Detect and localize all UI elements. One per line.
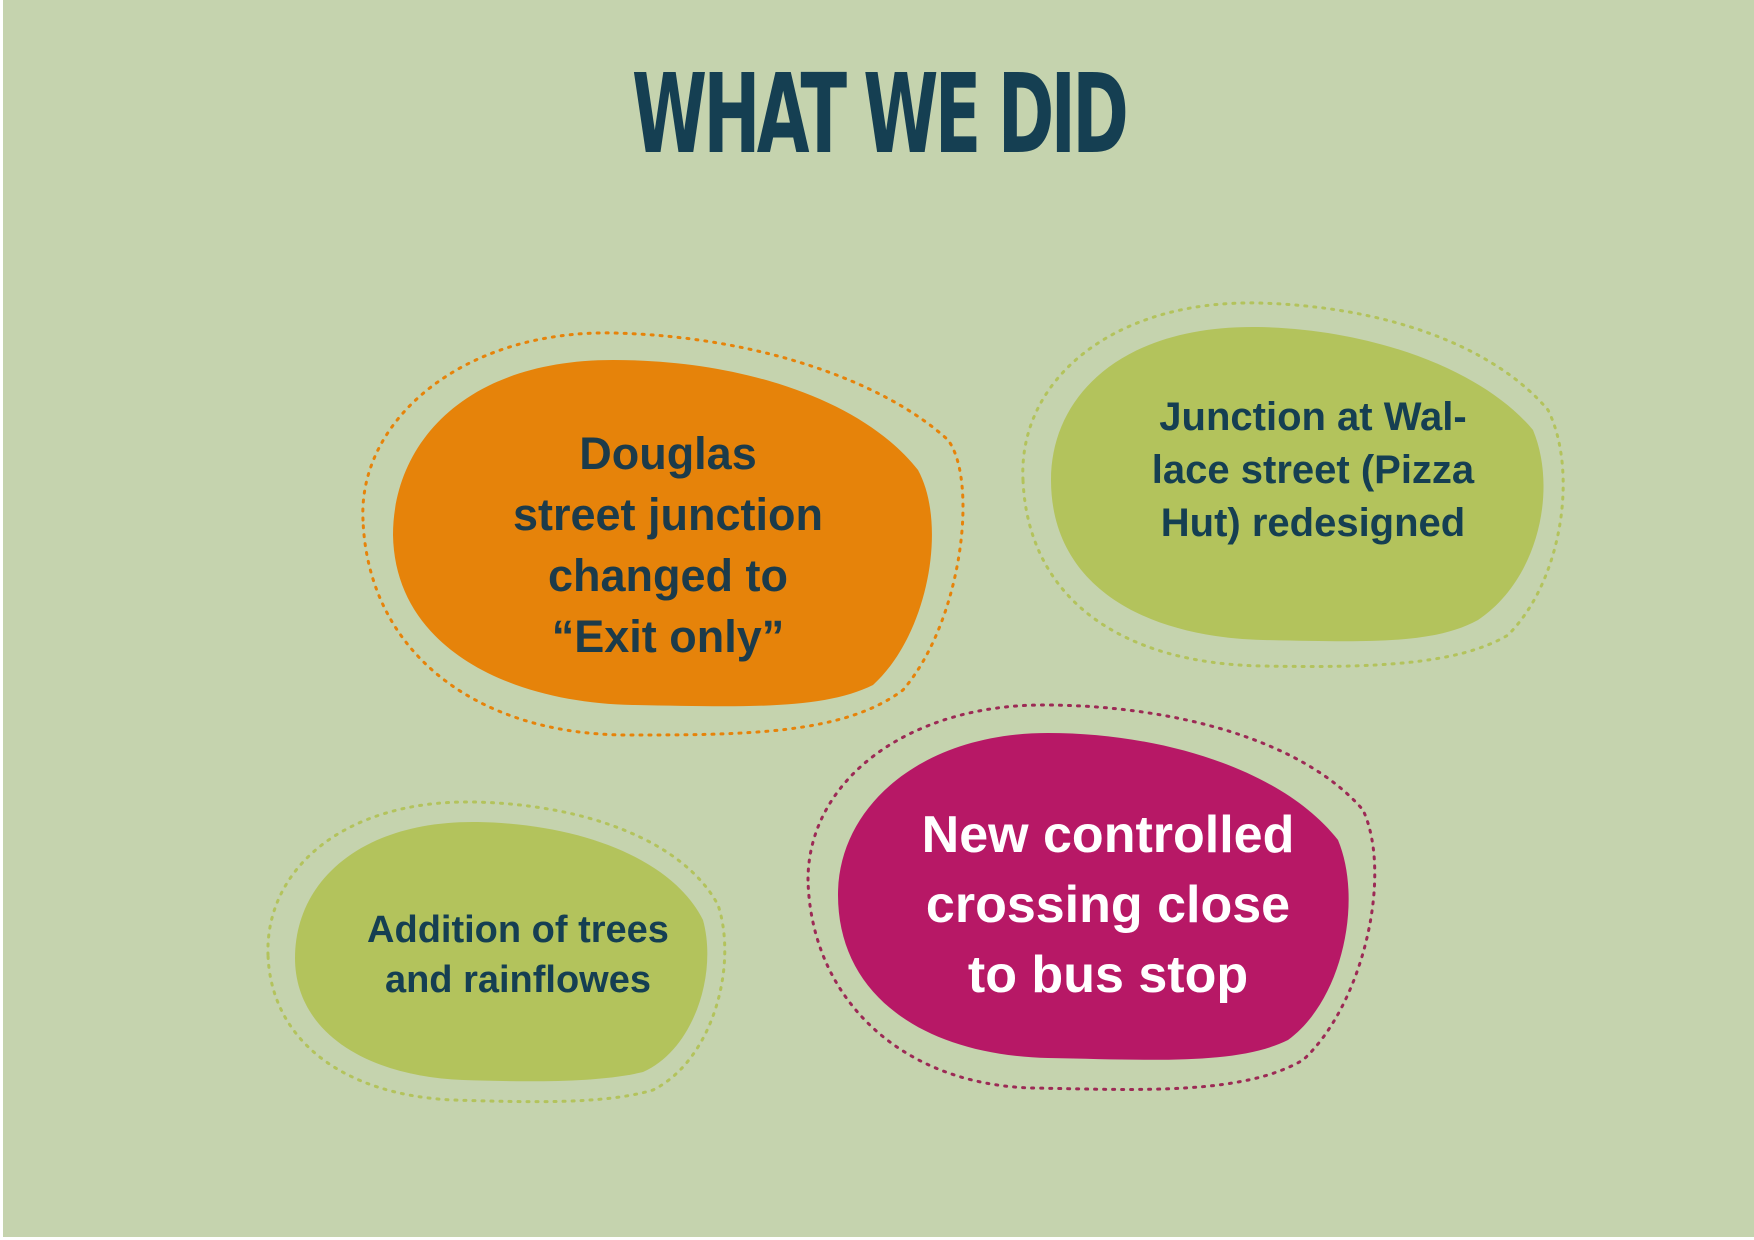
- crossing-blob: [838, 733, 1349, 1060]
- blob-shapes: [266, 301, 1565, 1104]
- douglas-line-3: changed to: [547, 550, 788, 601]
- douglas-blob-outline: [361, 331, 965, 737]
- crossing-line-1: New controlled: [921, 806, 1295, 864]
- wallace-line-1: Junction at Wal-: [1159, 394, 1467, 439]
- crossing-line-3: to bus stop: [967, 946, 1249, 1004]
- slide: WHAT WE DID Douglas street junction chan…: [3, 0, 1754, 1237]
- trees-addition-text: Addition of trees and rainflowes: [323, 895, 713, 1015]
- trees-blob: [295, 821, 708, 1082]
- douglas-blob: [393, 360, 932, 707]
- douglas-junction-text: Douglas street junction changed to “Exit…: [433, 420, 903, 670]
- crossing-blob-outline: [806, 703, 1377, 1091]
- wallace-line-3: Hut) redesigned: [1160, 500, 1466, 545]
- trees-blob-outline: [266, 800, 727, 1104]
- trees-line-2: and rainflowes: [384, 959, 652, 1001]
- crossing-line-2: crossing close: [925, 876, 1291, 934]
- wallace-junction-text: Junction at Wal- lace street (Pizza Hut)…: [1103, 385, 1523, 555]
- douglas-line-1: Douglas: [579, 428, 757, 479]
- trees-line-1: Addition of trees: [367, 909, 669, 951]
- controlled-crossing-text: New controlled crossing close to bus sto…: [873, 790, 1343, 1020]
- wallace-blob: [1051, 326, 1544, 642]
- douglas-line-2: street junction: [512, 489, 824, 540]
- douglas-line-4: “Exit only”: [551, 611, 785, 662]
- page-title: WHAT WE DID: [631, 50, 1129, 178]
- wallace-line-2: lace street (Pizza: [1151, 447, 1475, 492]
